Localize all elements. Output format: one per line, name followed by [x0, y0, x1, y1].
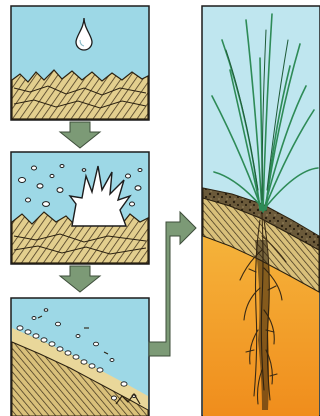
panel-raindrop [11, 6, 149, 120]
arrow-up-right [149, 212, 196, 356]
arrow-down-2 [60, 266, 100, 292]
panel-splash [11, 152, 149, 264]
panel-plant [202, 6, 320, 416]
arrow-down-1 [60, 122, 100, 148]
panel-settling [11, 298, 149, 416]
